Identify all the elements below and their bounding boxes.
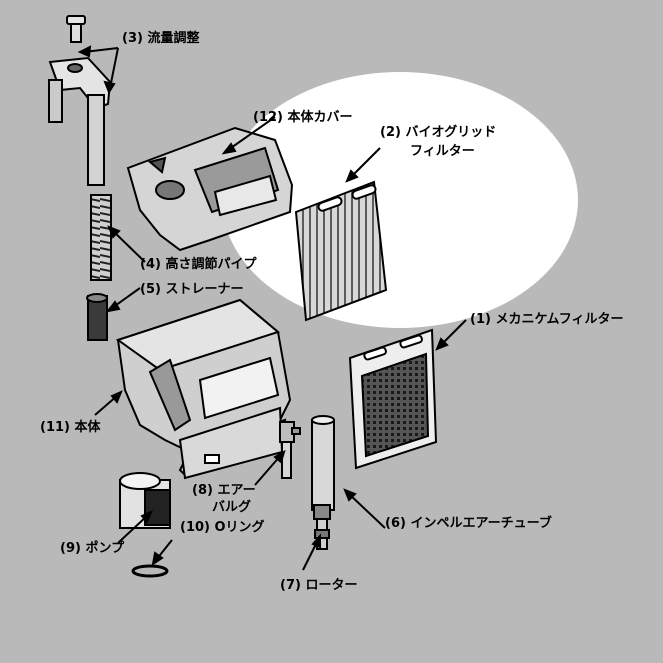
label-impeller-air-tube: (6) インペルエアーチューブ [385, 516, 552, 531]
o-ring-part [131, 564, 169, 578]
label-flow-adjuster: (3) 流量調整 [122, 31, 200, 46]
label-pump: (9) ポンプ [60, 541, 125, 556]
label-height-adjust-pipe: (4) 高さ調節パイプ [140, 257, 257, 272]
label-body-cover: (12) 本体カバー [253, 110, 353, 125]
flow-adjuster-part [48, 15, 112, 186]
label-air-valve-1: (8) エアー [192, 483, 256, 498]
leader-arrows [77, 45, 467, 571]
main-body-part [115, 298, 292, 480]
height-adjust-pipe-part [90, 194, 112, 281]
body-cover-part [126, 126, 294, 252]
label-bio-grid-filter-1: (2) バイオグリッド [380, 125, 497, 140]
pump-part [119, 472, 171, 529]
label-main-body: (11) 本体 [40, 420, 101, 435]
strainer-part [86, 293, 108, 341]
bio-grid-filter-part [294, 180, 388, 322]
air-valve-part [279, 421, 301, 479]
label-o-ring: (10) Oリング [180, 520, 265, 535]
label-strainer: (5) ストレーナー [140, 282, 244, 297]
impeller-tube-part [311, 415, 335, 550]
mechanical-filter-part [348, 328, 438, 470]
label-air-valve-2: バルグ [212, 500, 252, 515]
label-bio-grid-filter-2: フィルター [410, 144, 475, 159]
label-mechanical-filter: (1) メカニケムフィルター [470, 312, 624, 327]
label-rotor: (7) ローター [280, 578, 358, 593]
